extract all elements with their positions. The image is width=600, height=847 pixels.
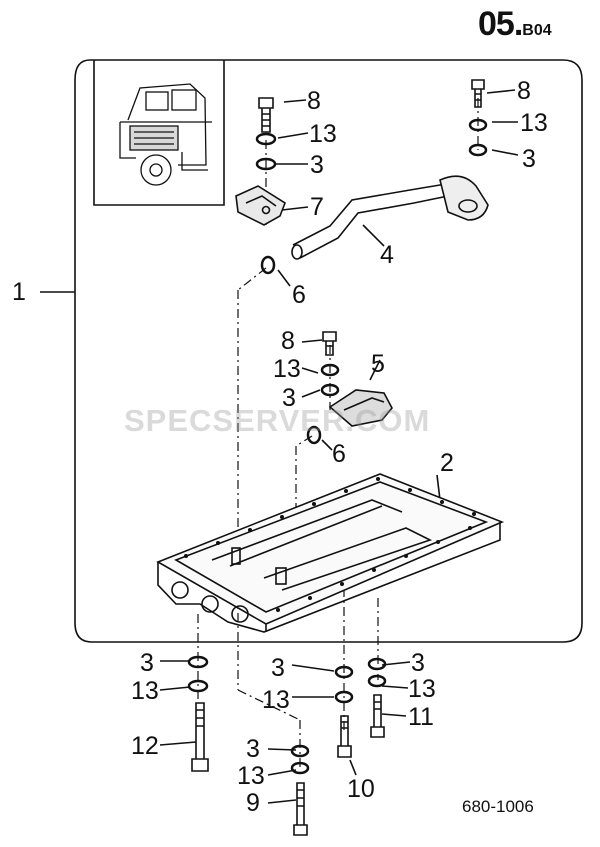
callout-13: 13 bbox=[262, 686, 290, 714]
callout-5: 5 bbox=[371, 350, 385, 378]
callout-1: 1 bbox=[12, 278, 26, 306]
inset-frame bbox=[93, 60, 225, 206]
washer-shape bbox=[306, 425, 322, 445]
callout-8: 8 bbox=[281, 327, 295, 355]
callout-8: 8 bbox=[307, 87, 321, 115]
callout-13: 13 bbox=[520, 109, 548, 137]
washer-shape bbox=[367, 674, 387, 688]
page-code-sub: B04 bbox=[522, 22, 552, 39]
vehicle-inset-sketch bbox=[119, 83, 212, 186]
bolt-shape bbox=[191, 702, 209, 772]
bolt-shape bbox=[337, 715, 352, 758]
callout-13: 13 bbox=[273, 355, 301, 383]
assembly-frame bbox=[74, 59, 583, 643]
washer-shape bbox=[255, 157, 277, 171]
callout-10: 10 bbox=[347, 775, 375, 803]
callout-7: 7 bbox=[310, 193, 324, 221]
callout-6: 6 bbox=[292, 281, 306, 309]
bolt-shape bbox=[258, 97, 274, 133]
callout-3: 3 bbox=[522, 145, 536, 173]
page-code-main: 05. bbox=[478, 5, 523, 43]
callout-13: 13 bbox=[309, 120, 337, 148]
callout-13: 13 bbox=[237, 762, 265, 790]
callout-11: 11 bbox=[408, 703, 434, 731]
oil-sump-shape bbox=[156, 473, 505, 633]
callout-3: 3 bbox=[282, 384, 296, 412]
bolt-shape bbox=[370, 694, 385, 738]
washer-shape bbox=[187, 655, 209, 669]
callout-2: 2 bbox=[440, 449, 454, 477]
bolt-shape bbox=[471, 79, 485, 108]
bolt-shape bbox=[293, 782, 308, 836]
callout-12: 12 bbox=[131, 732, 159, 760]
callout-13: 13 bbox=[408, 675, 436, 703]
washer-shape bbox=[320, 363, 340, 377]
callout-3: 3 bbox=[246, 735, 260, 763]
washer-shape bbox=[334, 690, 354, 704]
page-code: 05.B04 bbox=[478, 5, 552, 44]
callout-4: 4 bbox=[380, 241, 394, 269]
callout-3: 3 bbox=[310, 151, 324, 179]
washer-shape bbox=[468, 118, 488, 132]
bolt-shape bbox=[322, 331, 337, 356]
callout-9: 9 bbox=[246, 789, 260, 817]
callout-13: 13 bbox=[131, 677, 159, 705]
washer-shape bbox=[255, 132, 277, 146]
washer-shape bbox=[290, 761, 310, 775]
callout-3: 3 bbox=[140, 649, 154, 677]
washer-shape bbox=[290, 744, 310, 758]
bracket-shape bbox=[235, 185, 286, 226]
washer-shape bbox=[320, 383, 340, 397]
callout-3: 3 bbox=[271, 654, 285, 682]
watermark: SPECSERVER.COM bbox=[124, 403, 431, 438]
callout-3: 3 bbox=[411, 649, 425, 677]
washer-shape bbox=[334, 665, 354, 679]
washer-shape bbox=[187, 679, 209, 693]
washer-shape bbox=[367, 657, 387, 671]
oil-pipe-shape bbox=[292, 183, 447, 246]
callout-8: 8 bbox=[517, 77, 531, 105]
callout-6: 6 bbox=[332, 440, 346, 468]
figure-code: 680-1006 bbox=[462, 797, 534, 816]
washer-shape bbox=[468, 143, 488, 157]
washer-shape bbox=[260, 255, 276, 275]
